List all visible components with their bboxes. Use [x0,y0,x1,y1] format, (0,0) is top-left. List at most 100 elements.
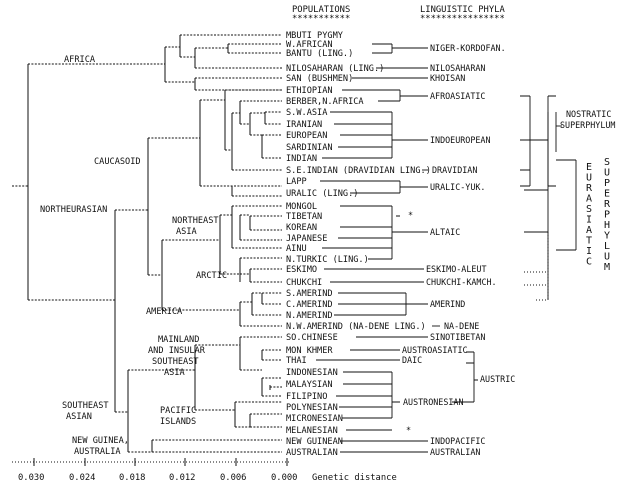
population-label: POLYNESIAN [286,403,338,413]
group-northeurasian: NORTHEURASIAN [40,205,107,215]
population-label: BANTU (LING.) [286,49,353,59]
axis-tick-label: 0.012 [169,473,195,483]
population-label: SARDINIAN [286,143,333,153]
tree-branches [12,34,282,453]
vertical-letter: M [604,262,610,273]
phylum-sinotibetan: SINOTIBETAN [430,332,485,342]
population-label: INDONESIAN [286,368,338,378]
vertical-letter: C [586,257,592,268]
vertical-letter: S [604,157,610,168]
phylum-dravidian: DRAVIDIAN [432,165,477,175]
group-america: AMERICA [146,307,183,317]
population-label: MELANESIAN [286,426,338,436]
group-new-guinea-2: AUSTRALIA [74,447,121,457]
header-linguistic-stars: **************** [420,14,505,24]
population-label: TIBETAN [286,212,322,222]
header-linguistic-phyla: LINGUISTIC PHYLA [420,5,505,15]
phylum-chukchi-kamch: CHUKCHI-KAMCH. [426,277,497,287]
population-label: ESKIMO [286,265,317,275]
header-populations: POPULATIONS [292,5,350,15]
phylum-amerind: AMERIND [430,299,465,309]
header-populations-stars: *********** [292,14,350,24]
group-southeast-asian-2: ASIAN [66,412,92,422]
phylum-afroasiatic: AFROASIATIC [430,91,485,101]
superphylum-brackets [520,95,577,301]
phylum-australian: AUSTRALIAN [430,447,480,457]
phylum-niger-kordofan: NIGER-KORDOFAN. [430,43,506,53]
population-label: AUSTRALIAN [286,448,338,458]
phylum-daic: DAIC [402,355,422,365]
vertical-letter: I [586,246,592,257]
nostratic-label-1: NOSTRATIC [566,109,611,119]
population-label: MALAYSIAN [286,380,333,390]
vertical-letter: P [604,210,610,221]
vertical-letter: U [604,252,610,263]
population-label: FILIPINO [286,392,327,402]
population-label: S.E.INDIAN (DRAVIDIAN LING.) [286,166,431,176]
population-label: URALIC (LING.) [286,189,358,199]
axis-tick-label: 0.006 [220,473,246,483]
vertical-letter: E [604,189,610,200]
phylum-khoisan: KHOISAN [430,73,465,83]
population-label: C.AMERIND [286,300,333,310]
superphylum-vertical-label: SUPERPHYLUM [604,157,611,273]
population-label: BERBER,N.AFRICA [286,97,364,107]
vertical-letter: H [604,220,610,231]
group-mainland-2: AND INSULAR [148,346,206,356]
vertical-letter: S [586,204,592,215]
vertical-letter: E [586,162,592,173]
vertical-letter: R [586,183,593,194]
vertical-letter: A [586,194,592,205]
axis-label: Genetic distance [312,473,397,483]
vertical-letter: I [586,215,592,226]
group-caucasoid: CAUCASOID [94,157,141,167]
population-label: N.AMERIND [286,311,333,321]
group-new-guinea-1: NEW GUINEA, [72,436,129,446]
population-label: IRANIAN [286,120,322,130]
group-southeast-asian-1: SOUTHEAST [62,401,109,411]
population-label: CHUKCHI [286,278,322,288]
group-africa: AFRICA [64,55,96,65]
nostratic-label-2: SUPERPHYLUM [560,120,615,130]
axis-tick-label: 0.000 [271,473,297,483]
axis-tick-label: 0.030 [18,473,44,483]
population-label: ETHIOPIAN [286,86,333,96]
phylum-austric: AUSTRIC [480,374,515,384]
population-label: JAPANESE [286,234,327,244]
group-northeast-asia-2: ASIA [176,227,198,237]
phylum-uralic-yuk: URALIC-YUK. [430,182,485,192]
vertical-letter: Y [604,231,610,242]
population-label: SO.CHINESE [286,333,338,343]
population-label: EUROPEAN [286,131,327,141]
vertical-letter: T [586,236,592,247]
vertical-letter: U [586,173,592,184]
population-label: MBUTI PYGMY [286,31,344,41]
axis-tick-label: 0.018 [119,473,145,483]
star-marker-melanesian: * [406,425,411,435]
group-arctic: ARCTIC [196,271,227,281]
population-label: AINU [286,244,307,254]
star-marker-tibetan: * [408,210,413,220]
group-pacific-1: PACIFIC [160,406,196,416]
population-label: W.AFRICAN [286,40,333,50]
vertical-letter: P [604,178,610,189]
phylum-indoeuropean: INDOEUROPEAN [430,135,491,145]
phylum-indopacific: INDOPACIFIC [430,436,485,446]
vertical-letter: R [604,199,611,210]
population-label: INDIAN [286,154,317,164]
phylum-austronesian: AUSTRONESIAN [403,397,464,407]
population-label: KOREAN [286,223,317,233]
phyla-connectors [316,43,440,453]
group-mainland-4: ASIA [164,368,186,378]
population-label: SAN (BUSHMEN) [286,74,353,84]
population-label: N.W.AMERIND (NA-DENE LING.) [286,322,426,332]
population-label: MICRONESIAN [286,414,343,424]
austric-bracket [452,351,478,403]
phylum-na-dene: NA-DENE [444,321,479,331]
group-mainland-3: SOUTHEAST [152,357,199,367]
